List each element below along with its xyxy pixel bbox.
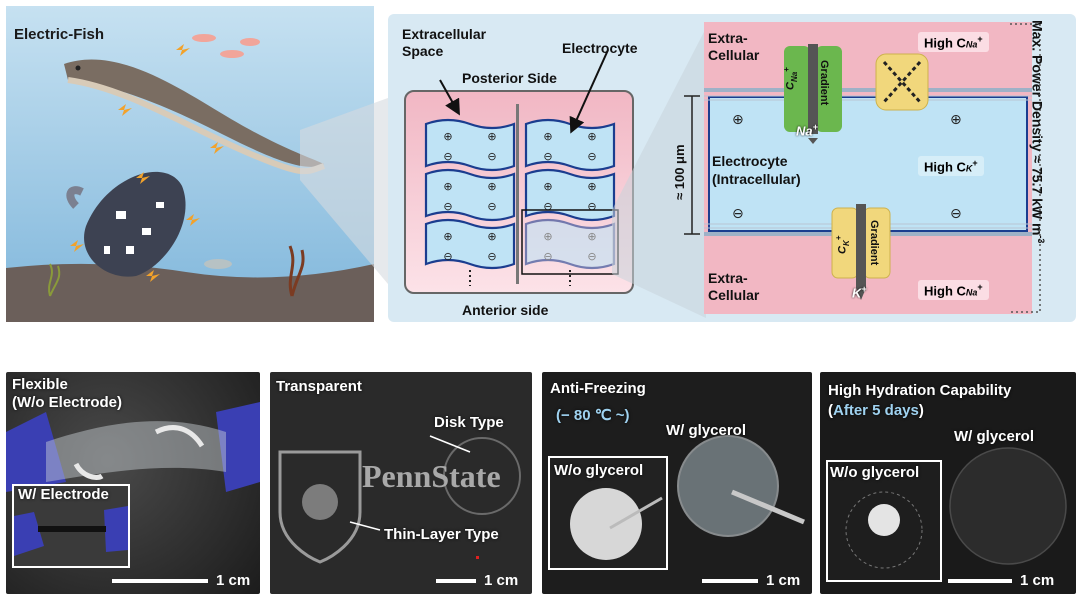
flexible-title: Flexible (W/o Electrode)	[12, 376, 123, 411]
high-k-badge: High CK+	[918, 156, 984, 177]
svg-text:⊕: ⊕	[587, 230, 596, 243]
without-glycerol-inset-1	[548, 456, 668, 570]
thin-layer-type-label: Thin-Layer Type	[384, 526, 499, 543]
flexible-scale: 1 cm	[112, 572, 250, 589]
svg-text:⊖: ⊖	[443, 150, 452, 163]
svg-text:⊖: ⊖	[443, 250, 452, 263]
svg-text:⊕: ⊕	[487, 130, 496, 143]
hydration-samples	[949, 447, 1067, 565]
cell	[424, 118, 516, 172]
svg-text:⊖: ⊖	[543, 150, 552, 163]
electrocyte-cells: ⊕ ⊕ ⊖ ⊖ ⊕ ⊕ ⊖ ⊖ ⊕ ⊕ ⊖ ⊖ ⊕ ⊕ ⊖ ⊖ ⊕ ⊕ ⊖ ⊖ ⊕ ⊕ ⊖ ⊖	[424, 118, 619, 286]
extracellular-bottom-label: Extra- Cellular	[708, 270, 760, 303]
disk-type-label: Disk Type	[434, 414, 504, 431]
high-na-bottom-badge: High CNa+	[918, 280, 989, 301]
cell	[424, 218, 516, 270]
intracellular-label: Electrocyte (Intracellular)	[712, 153, 801, 187]
electrode-inset	[12, 484, 130, 568]
transparent-title: Transparent	[276, 378, 362, 395]
without-glycerol-label-2: W/o glycerol	[830, 464, 920, 481]
na-ion-label: Na+	[796, 122, 818, 139]
intracellular-charges: ⊕ ⊕ ⊖ ⊖	[732, 112, 962, 222]
cell	[524, 118, 616, 172]
anterior-side-label: Anterior side	[462, 302, 549, 318]
flexible-photo	[6, 372, 260, 594]
extracellular-top-label: Extra- Cellular	[708, 30, 760, 63]
svg-text:⊖: ⊖	[587, 250, 596, 263]
high-na-top-badge: High CNa+	[918, 32, 989, 53]
svg-text:⊕: ⊕	[543, 230, 552, 243]
svg-text:⊖: ⊖	[543, 250, 552, 263]
fish-panel-title: Electric-Fish	[14, 26, 105, 43]
svg-text:⊖: ⊖	[487, 150, 496, 163]
hydration-title: High Hydration Capability	[828, 382, 1012, 399]
svg-text:⊕: ⊕	[543, 130, 552, 143]
anti-freezing-subtitle: (− 80 ℃ ~)	[556, 407, 630, 424]
na-channel	[784, 44, 842, 144]
posterior-side-label: Posterior Side	[462, 70, 557, 86]
svg-text:⊖: ⊖	[950, 206, 962, 222]
thickness-arrow	[684, 95, 700, 235]
cell	[524, 218, 616, 270]
closed-channel-icon	[875, 53, 929, 111]
hydration-subtitle: (After 5 days)	[828, 402, 924, 419]
transparent-photo: PennState	[270, 372, 532, 594]
cell	[524, 168, 616, 222]
svg-text:⊖: ⊖	[487, 200, 496, 213]
na-gradient-label: Gradient	[818, 60, 830, 106]
electrode-inset-label: W/ Electrode	[18, 486, 109, 503]
transparent-sample	[278, 435, 521, 564]
transparent-scale: 1 cm	[436, 572, 518, 589]
power-bracket	[1010, 23, 1041, 313]
membrane-connector	[612, 28, 706, 318]
anti-freezing-title: Anti-Freezing	[550, 380, 646, 397]
flexible-film	[6, 402, 260, 492]
power-density-label: Max. Power Density ≈ 75.7 kW m-3	[1029, 20, 1046, 244]
zoom-connector	[300, 90, 410, 310]
svg-text:⊕: ⊕	[443, 230, 452, 243]
hydration-scale: 1 cm	[948, 572, 1054, 589]
na-channel-label: CNa+	[782, 67, 799, 90]
svg-text:⊕: ⊕	[443, 180, 452, 193]
svg-text:⊖: ⊖	[732, 206, 744, 222]
svg-text:⊕: ⊕	[950, 112, 962, 128]
label-arrows	[439, 50, 609, 134]
svg-text:⊕: ⊕	[587, 130, 596, 143]
svg-text:⊖: ⊖	[487, 250, 496, 263]
electrocyte-label: Electrocyte	[562, 40, 638, 56]
svg-text:⊖: ⊖	[443, 200, 452, 213]
svg-text:⊕: ⊕	[587, 180, 596, 193]
svg-text:⊕: ⊕	[487, 230, 496, 243]
tissue-divider	[516, 104, 519, 284]
svg-text:⊖: ⊖	[543, 200, 552, 213]
extracellular-space-label: Extracellular Space	[402, 26, 487, 59]
svg-text:⊖: ⊖	[587, 150, 596, 163]
with-glycerol-label-2: W/ glycerol	[954, 428, 1035, 445]
anti-freezing-scale: 1 cm	[702, 572, 800, 589]
cell	[424, 168, 516, 222]
k-channel-label: CK+	[834, 235, 851, 254]
svg-text:⊕: ⊕	[732, 112, 744, 128]
k-ion-label: K+	[852, 284, 867, 301]
without-glycerol-inset-2	[826, 460, 942, 582]
svg-text:⊕: ⊕	[487, 180, 496, 193]
k-channel	[831, 204, 891, 300]
svg-text:⊕: ⊕	[443, 130, 452, 143]
with-glycerol-label-1: W/ glycerol	[666, 422, 747, 439]
thickness-label: ≈ 100 μm	[672, 144, 687, 200]
eel-body	[64, 59, 324, 167]
svg-text:⊕: ⊕	[543, 180, 552, 193]
without-glycerol-label-1: W/o glycerol	[554, 462, 644, 479]
anti-freezing-samples	[677, 435, 805, 537]
pennstate-logo: PennState	[362, 458, 501, 494]
svg-text:⊖: ⊖	[587, 200, 596, 213]
